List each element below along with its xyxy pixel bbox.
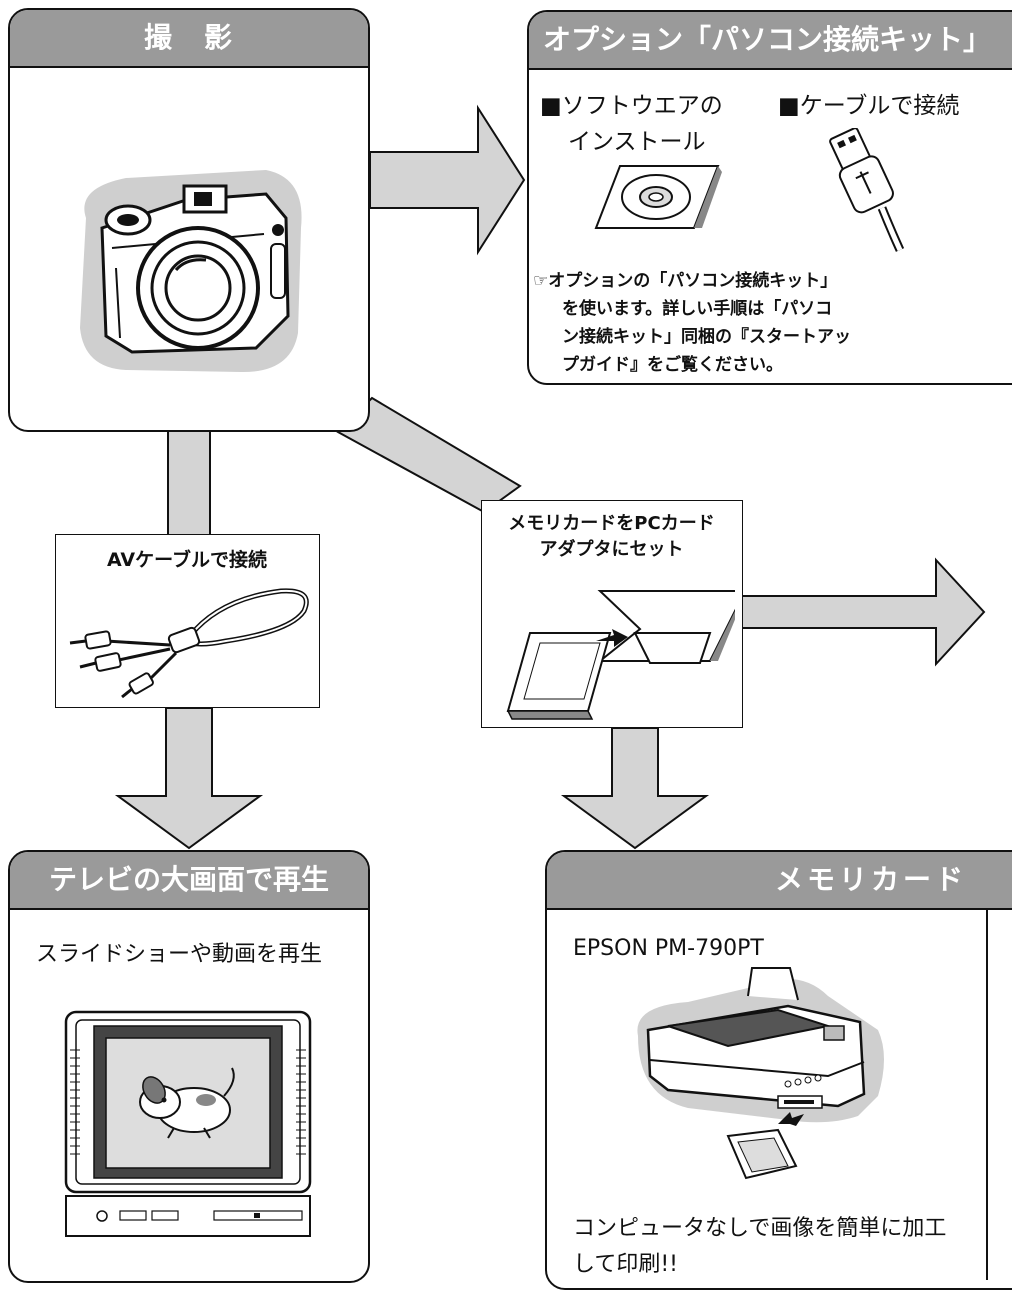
cd-rom-illustration (594, 165, 722, 229)
tv-title: テレビの大画面で再生 (10, 852, 368, 910)
memcard-desc-line2: して印刷!! (573, 1252, 678, 1277)
note-line-4: プガイド』をご覧ください。 (562, 355, 783, 375)
rca-plug-2 (79, 652, 122, 672)
usb-cable-illustration (829, 128, 905, 252)
tv-illustration (64, 1010, 312, 1237)
shoot-card: 撮 影 (8, 8, 370, 432)
camera-illustration (80, 170, 302, 373)
mini-plug (121, 672, 154, 699)
arrow-to-right (741, 557, 986, 667)
cable-label: ■ケーブルで接続 (778, 93, 960, 119)
arrow-to-memcard (560, 727, 710, 850)
dog-illustration (139, 1067, 235, 1139)
speaker-grill-left (70, 1049, 80, 1155)
av-cable-box: AVケーブルで接続 (55, 534, 320, 708)
lens-inner (164, 254, 232, 322)
software-label-line2: インストール (568, 129, 706, 155)
memcard-title: メモリカード (547, 852, 1012, 910)
arrow-to-pc-kit (369, 104, 526, 256)
printer-model: EPSON PM-790PT (573, 936, 764, 961)
note-line-2: を使います。詳しい手順は「パソコ (562, 299, 833, 319)
pc-card-label-line1: メモリカードをPCカード (508, 513, 715, 534)
av-cable-label: AVケーブルで接続 (107, 549, 267, 571)
vertical-band-upper (167, 429, 211, 536)
pc-card-box: メモリカードをPCカード アダプタにセット (481, 500, 743, 728)
rca-plug-1 (69, 630, 112, 650)
shoot-title: 撮 影 (10, 10, 368, 68)
pc-kit-title: オプション「パソコン接続キット」 (529, 12, 1012, 70)
insert-arrow (596, 629, 628, 647)
note-line-1: ☞オプションの「パソコン接続キット」 (533, 271, 838, 291)
tv-subtitle: スライドショーや動画を再生 (36, 942, 323, 967)
pc-card-adapter-illustration (506, 590, 735, 720)
pc-card-label-line2: アダプタにセット (539, 539, 684, 560)
note-line-3: ン接続キット」同梱の『スタートアッ (562, 327, 851, 347)
printer-illustration (637, 967, 884, 1180)
memcard-desc-line1: コンピュータなしで画像を簡単に加工 (573, 1216, 947, 1241)
av-cable-illustration (69, 588, 309, 699)
printer-lcd (823, 1025, 845, 1041)
memcard-divider (986, 910, 988, 1280)
arrow-to-tv (114, 707, 264, 850)
software-label-line1: ■ソフトウエアの (540, 93, 723, 119)
insert-arrow-printer (778, 1112, 804, 1126)
speaker-grill-right (296, 1049, 306, 1155)
